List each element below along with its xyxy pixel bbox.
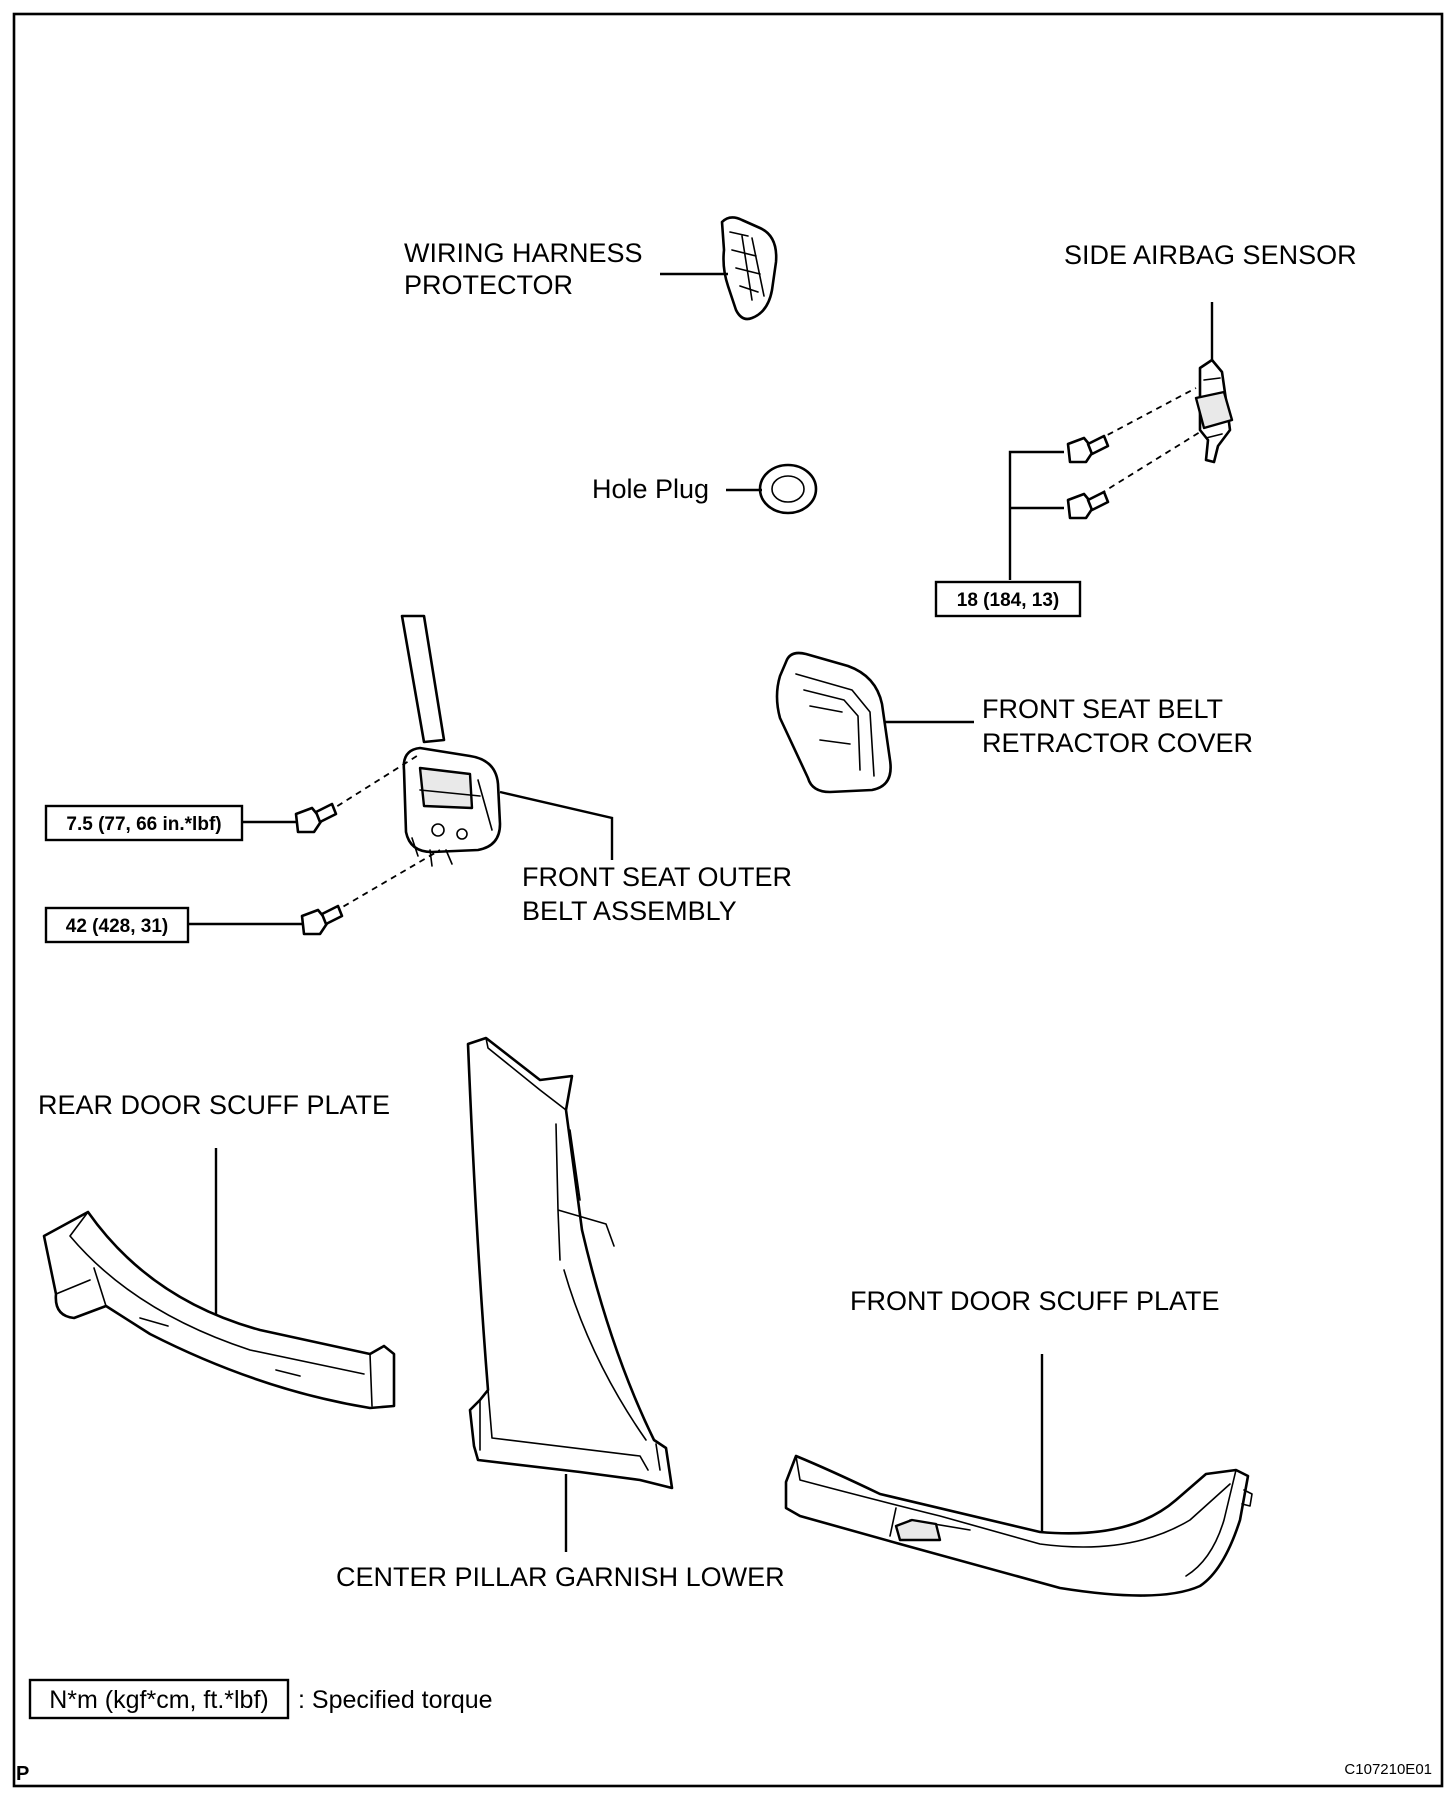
belt-upper-bolt-icon [294, 802, 338, 834]
sensor-bolt-dash-lower [1099, 431, 1201, 495]
retractor-cover-label-line1: FRONT SEAT BELT [982, 694, 1223, 724]
hole-plug-part [758, 463, 818, 515]
rear-door-scuff-plate-label: REAR DOOR SCUFF PLATE [38, 1090, 390, 1120]
figure-frame [12, 12, 1444, 1788]
torque-belt-upper-value: 7.5 (77, 66 in.*lbf) [66, 814, 221, 835]
center-pillar-garnish-label: CENTER PILLAR GARNISH LOWER [336, 1562, 785, 1592]
sensor-bolt-lower-icon [1066, 490, 1110, 520]
figure-code: C107210E01 [1344, 1761, 1432, 1778]
hole-plug-label: Hole Plug [592, 474, 709, 504]
torque-box-belt-lower [44, 906, 190, 944]
retractor-cover-label-line2: RETRACTOR COVER [982, 728, 1253, 758]
legend-torque-unit-box [28, 1678, 290, 1720]
torque-box-belt-upper [44, 804, 244, 842]
front-door-scuff-plate-part [784, 1454, 1253, 1597]
wiring-harness-protector-label-line2: PROTECTOR [404, 270, 573, 300]
belt-upper-bolt-dash [327, 753, 421, 813]
sensor-bolt-dash-upper [1097, 387, 1197, 441]
sensor-bolt-upper-icon [1066, 434, 1110, 464]
seat-belt-assembly-label-line2: BELT ASSEMBLY [522, 896, 737, 926]
seat-belt-assembly-part [400, 614, 502, 867]
wiring-harness-protector-part [720, 216, 778, 321]
belt-lower-bolt-dash [333, 849, 441, 913]
seat-belt-assembly-leader [499, 790, 614, 860]
page-mark-p: P [16, 1763, 29, 1785]
wiring-harness-protector-label-line1: WIRING HARNESS [404, 238, 643, 268]
legend-torque-description: : Specified torque [298, 1686, 493, 1714]
seat-belt-assembly-label-line1: FRONT SEAT OUTER [522, 862, 792, 892]
torque-sensor-value: 18 (184, 13) [957, 590, 1059, 611]
torque-box-sensor [934, 580, 1082, 618]
retractor-cover-part [775, 651, 892, 794]
legend-torque-unit: N*m (kgf*cm, ft.*lbf) [49, 1686, 268, 1714]
belt-lower-bolt-icon [300, 904, 344, 936]
sensor-bracket-upper [1008, 450, 1064, 580]
side-airbag-sensor-label: SIDE AIRBAG SENSOR [1064, 240, 1357, 270]
front-door-scuff-plate-label: FRONT DOOR SCUFF PLATE [850, 1286, 1220, 1316]
side-airbag-sensor-part [1194, 358, 1234, 464]
torque-belt-lower-value: 42 (428, 31) [66, 916, 168, 937]
rear-door-scuff-plate-part [42, 1210, 396, 1410]
center-pillar-garnish-lower-part [466, 1036, 674, 1490]
